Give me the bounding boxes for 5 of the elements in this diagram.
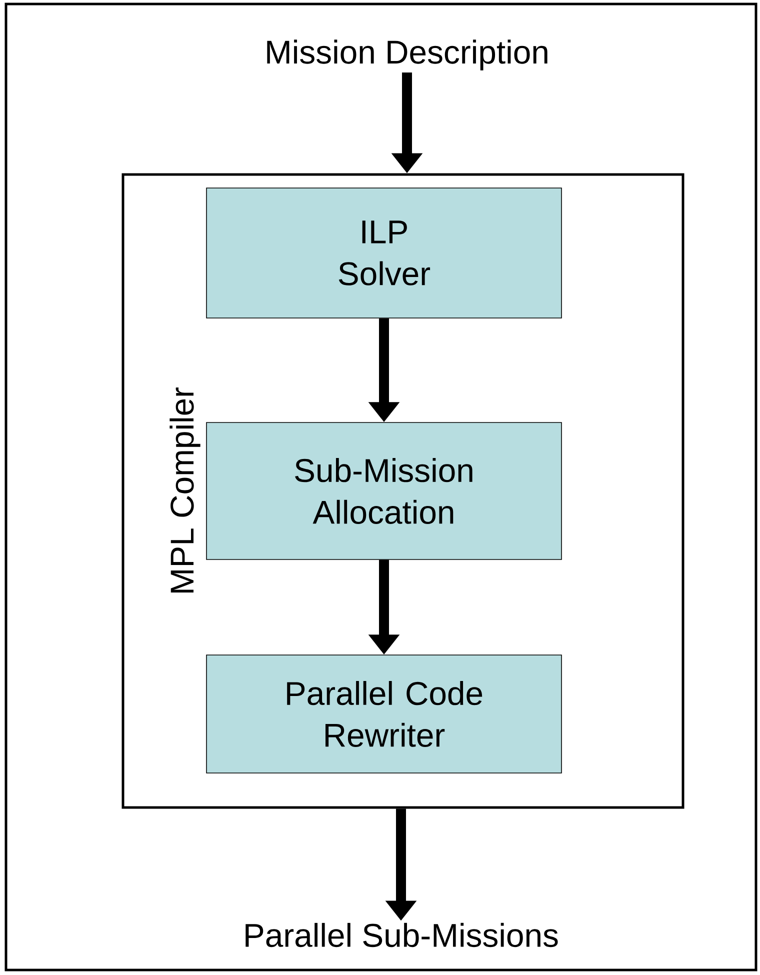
label-text: Mission Description <box>267 40 548 70</box>
label-text: Parallel Sub-Missions <box>246 922 558 948</box>
process-box: ILP Solver <box>206 188 562 318</box>
process-box: Parallel Code Rewriter <box>206 654 562 774</box>
process-box: Sub-Mission Allocation <box>206 422 562 560</box>
